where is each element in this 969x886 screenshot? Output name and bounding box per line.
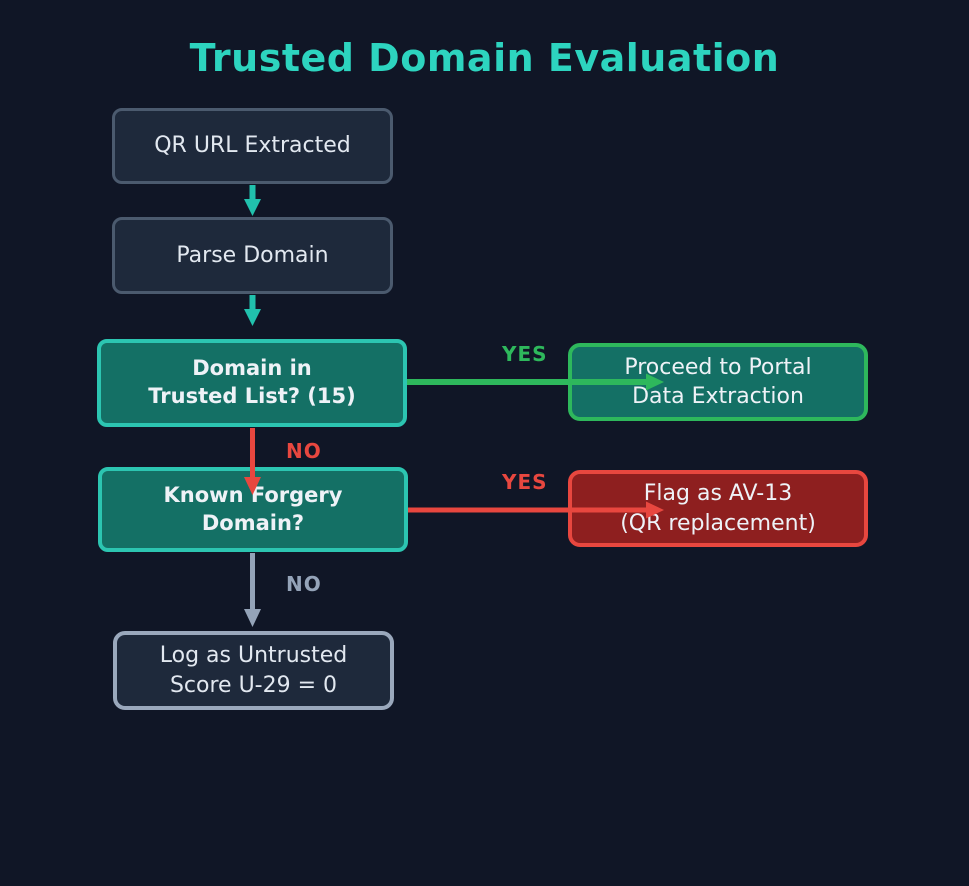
node-known-forgery-domain-label: Known Forgery Domain?: [163, 482, 343, 535]
edge-label-trusted-yes: YES: [502, 342, 548, 366]
arrow-qr-to-parse: [244, 185, 261, 216]
edge-label-trusted-no: NO: [286, 439, 322, 463]
node-log-as-untrusted-label: Log as Untrusted Score U-29 = 0: [159, 643, 348, 698]
node-qr-url-extracted-label: QR URL Extracted: [154, 133, 351, 159]
edge-label-forgery-no: NO: [286, 572, 322, 596]
node-qr-url-extracted: QR URL Extracted: [112, 108, 393, 184]
node-proceed-to-portal-label: Proceed to Portal Data Extraction: [624, 354, 812, 409]
node-parse-domain-label: Parse Domain: [176, 242, 329, 268]
arrow-head-icon: [244, 609, 261, 627]
arrow-parse-to-trusted: [244, 295, 261, 326]
node-proceed-to-portal: Proceed to Portal Data Extraction: [568, 343, 868, 421]
node-known-forgery-domain: Known Forgery Domain?: [98, 467, 408, 552]
node-domain-in-trusted-list-label: Domain in Trusted List? (15): [148, 356, 356, 408]
arrow-head-icon: [244, 309, 261, 326]
arrow-head-icon: [244, 199, 261, 216]
node-flag-as-av13: Flag as AV-13 (QR replacement): [568, 470, 868, 547]
node-parse-domain: Parse Domain: [112, 217, 393, 294]
edge-label-forgery-yes: YES: [502, 470, 548, 494]
node-log-as-untrusted: Log as Untrusted Score U-29 = 0: [113, 631, 394, 710]
node-domain-in-trusted-list: Domain in Trusted List? (15): [97, 339, 407, 427]
page-title: Trusted Domain Evaluation: [189, 36, 780, 80]
arrow-forgery-no: [244, 553, 261, 627]
node-flag-as-av13-label: Flag as AV-13 (QR replacement): [620, 481, 816, 536]
